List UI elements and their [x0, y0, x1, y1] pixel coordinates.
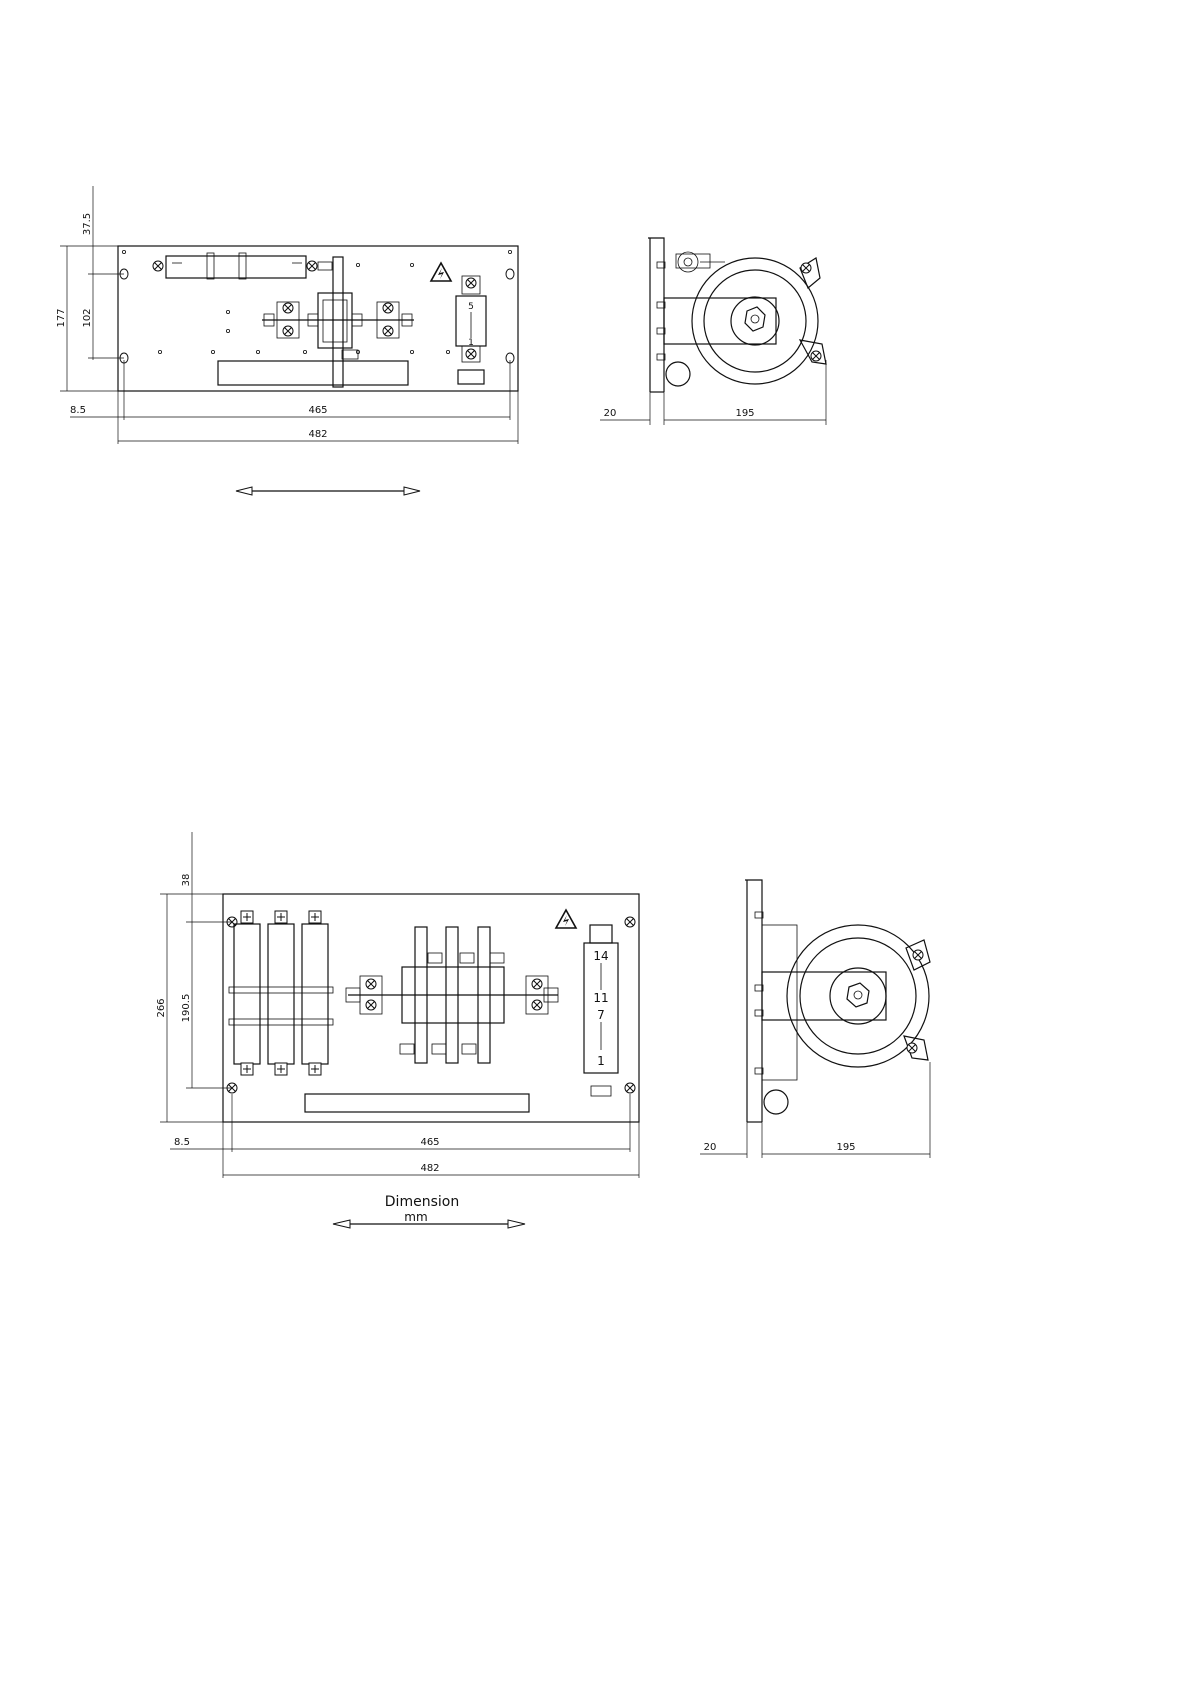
dim-top-offset: 38	[181, 874, 192, 887]
dim-depth: 195	[836, 1142, 855, 1153]
caption-title: Dimension	[385, 1194, 459, 1210]
bottom-side-view	[700, 880, 930, 1158]
bottom-front-view: 14 11 7 1 38 266 190.5 8.5 465 482	[156, 832, 639, 1178]
dim-bracket-depth: 20	[704, 1142, 717, 1153]
dim-top-offset: 37.5	[82, 213, 93, 235]
warning-high-voltage-icon	[431, 263, 451, 281]
dim-height-total: 266	[156, 998, 167, 1017]
axial-assembly	[346, 927, 558, 1063]
dim-hole-spacing: 102	[82, 308, 93, 327]
label-plate	[305, 1094, 529, 1112]
dim-depth: 195	[735, 408, 754, 419]
tap-number: 1	[597, 1054, 605, 1068]
dim-width-total: 482	[420, 1163, 439, 1174]
dim-margin-left: 8.5	[174, 1137, 190, 1148]
resistor-bar	[153, 253, 332, 279]
double-arrow-icon	[236, 487, 420, 495]
warning-high-voltage-icon	[556, 910, 576, 928]
top-side-view	[600, 238, 826, 425]
dim-hole-width: 465	[420, 1137, 439, 1148]
dim-bracket-depth: 20	[604, 408, 617, 419]
caption-unit: mm	[404, 1210, 427, 1224]
top-front-view: 5 1 37.5 177 102 8.5 465 482	[56, 186, 518, 444]
label-plate	[218, 361, 408, 385]
dim-hole-spacing: 190.5	[181, 994, 192, 1023]
tap-number: 5	[468, 302, 474, 312]
dim-margin-left: 8.5	[70, 405, 86, 416]
axial-assembly	[262, 257, 414, 387]
tap-selector	[456, 276, 486, 384]
mount-hole	[506, 269, 514, 279]
dim-height-total: 177	[56, 308, 67, 327]
dim-width-total: 482	[308, 429, 327, 440]
double-arrow-icon	[333, 1220, 525, 1228]
dimension-lines	[160, 832, 639, 1178]
tap-number: 11	[593, 991, 608, 1005]
mount-hole	[625, 917, 635, 927]
tap-number: 7	[597, 1008, 605, 1022]
mount-hole	[625, 1083, 635, 1093]
dim-hole-width: 465	[308, 405, 327, 416]
capacitor-columns	[229, 911, 333, 1075]
dimension-lines	[60, 186, 518, 444]
tap-number: 14	[593, 949, 608, 963]
tap-number: 1	[468, 338, 474, 348]
